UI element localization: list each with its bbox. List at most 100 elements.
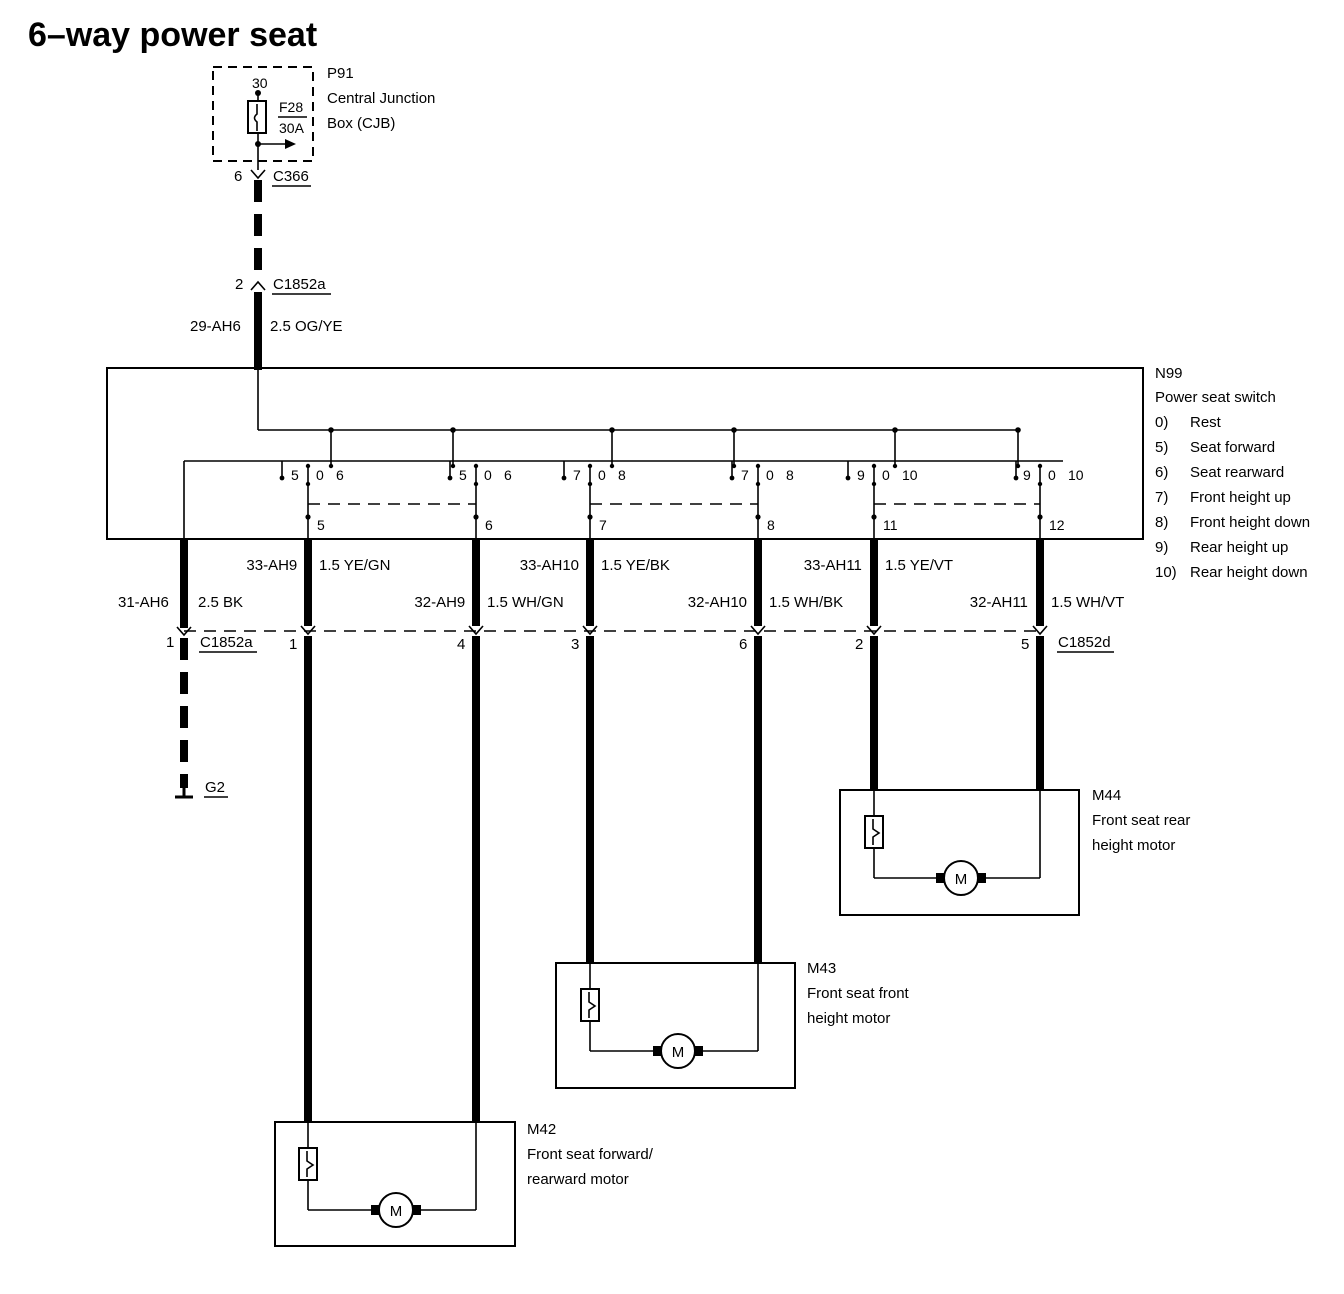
ground-wire-circuit: 31-AH6 — [118, 594, 169, 611]
contact-pivot-dot — [755, 481, 761, 487]
ground-wire-spec: 2.5 BK — [198, 594, 243, 611]
wire-spec-label: 1.5 YE/VT — [885, 557, 953, 574]
junction-box-outline — [212, 66, 314, 162]
contact-terminal-dot — [871, 463, 877, 469]
output-terminal-label: 5 — [317, 517, 325, 533]
contact-position-label: 6 — [504, 467, 512, 483]
motor-id-label: M42 — [527, 1121, 556, 1138]
contact-terminal-dot — [1013, 475, 1019, 481]
switch-outline — [106, 367, 1144, 540]
c1852a-left-label: C1852a — [200, 634, 253, 651]
wire-spec-label: 1.5 WH/BK — [769, 594, 843, 611]
output-terminal-dot — [473, 514, 479, 520]
c1852a-left-pin-label: 1 — [166, 634, 174, 651]
switch-id: N99 — [1155, 365, 1183, 382]
junction-box-name-line1: Central Junction — [327, 90, 435, 107]
contact-position-label: 8 — [786, 467, 794, 483]
connector-pin-icon — [582, 625, 598, 636]
wire-circuit-label: 33-AH10 — [520, 557, 579, 574]
contact-terminal-dot — [279, 475, 285, 481]
output-terminal-label: 8 — [767, 517, 775, 533]
output-terminal-dot — [305, 514, 311, 520]
motor-name-line2: height motor — [1092, 837, 1175, 854]
contact-pivot-dot — [473, 481, 479, 487]
motor-brush-icon — [977, 873, 986, 883]
contact-terminal-dot — [729, 475, 735, 481]
arrow-right-icon — [285, 139, 296, 149]
wire-spec-label: 1.5 WH/VT — [1051, 594, 1124, 611]
junction-dot — [731, 427, 737, 433]
breaker-element-icon — [588, 992, 597, 1018]
motor-housing — [839, 789, 1080, 916]
output-terminal-label: 6 — [485, 517, 493, 533]
fuse-id-label: F28 — [279, 99, 303, 115]
contact-position-label: 0 — [1048, 467, 1056, 483]
motor-symbol-label: M — [955, 871, 968, 888]
legend-position-number: 5) — [1155, 439, 1168, 456]
contact-terminal-dot — [305, 463, 311, 469]
contact-position-label: 9 — [1023, 467, 1031, 483]
contact-terminal-dot — [609, 463, 615, 469]
motor-name-line2: rearward motor — [527, 1171, 629, 1188]
motor-name-line1: Front seat forward/ — [527, 1146, 654, 1163]
connector-pin-number: 2 — [855, 636, 863, 653]
c366-label: C366 — [273, 168, 309, 185]
output-terminal-label: 12 — [1049, 517, 1065, 533]
contact-position-label: 9 — [857, 467, 865, 483]
fuse-f28-symbol — [247, 100, 267, 134]
output-terminal-dot — [755, 514, 761, 520]
contact-pivot-dot — [305, 481, 311, 487]
connector-pin-icon — [750, 625, 766, 636]
wire-spec-label: 1.5 YE/BK — [601, 557, 670, 574]
wire-circuit-label: 33-AH9 — [246, 557, 297, 574]
motor-icon — [943, 860, 979, 896]
motor-brush-icon — [694, 1046, 703, 1056]
connector-pin-number: 4 — [457, 636, 465, 653]
junction-dot — [1015, 427, 1021, 433]
contact-position-label: 5 — [291, 467, 299, 483]
legend-position-number: 9) — [1155, 539, 1168, 556]
legend-position-label: Seat forward — [1190, 439, 1275, 456]
contact-position-label: 5 — [459, 467, 467, 483]
contact-terminal-dot — [892, 463, 898, 469]
contact-terminal-dot — [731, 463, 737, 469]
ground-label: G2 — [205, 779, 225, 796]
contact-position-label: 7 — [741, 467, 749, 483]
contact-position-label: 0 — [598, 467, 606, 483]
motor-housing — [274, 1121, 516, 1247]
contact-pivot-dot — [587, 481, 593, 487]
motor-id-label: M43 — [807, 960, 836, 977]
contact-position-label: 0 — [484, 467, 492, 483]
contact-terminal-dot — [587, 463, 593, 469]
feed-wire-spec: 2.5 OG/YE — [270, 318, 343, 335]
connector-pin-icon — [1032, 625, 1048, 636]
output-terminal-label: 7 — [599, 517, 607, 533]
breaker-element-icon — [872, 819, 881, 845]
connector-pin-icon — [468, 625, 484, 636]
fuse-element-icon — [253, 104, 258, 131]
wire-spec-label: 1.5 YE/GN — [319, 557, 390, 574]
c1852d-label: C1852d — [1058, 634, 1111, 651]
legend-position-number: 0) — [1155, 414, 1168, 431]
wire-circuit-label: 32-AH10 — [688, 594, 747, 611]
output-terminal-dot — [587, 514, 593, 520]
contact-terminal-dot — [1037, 463, 1043, 469]
contact-position-label: 6 — [336, 467, 344, 483]
contact-terminal-dot — [1015, 463, 1021, 469]
thermal-breaker-icon — [864, 815, 884, 849]
c1852a-top-label: C1852a — [273, 276, 326, 293]
contact-pivot-dot — [871, 481, 877, 487]
thermal-breaker-icon — [580, 988, 600, 1022]
contact-terminal-dot — [561, 475, 567, 481]
